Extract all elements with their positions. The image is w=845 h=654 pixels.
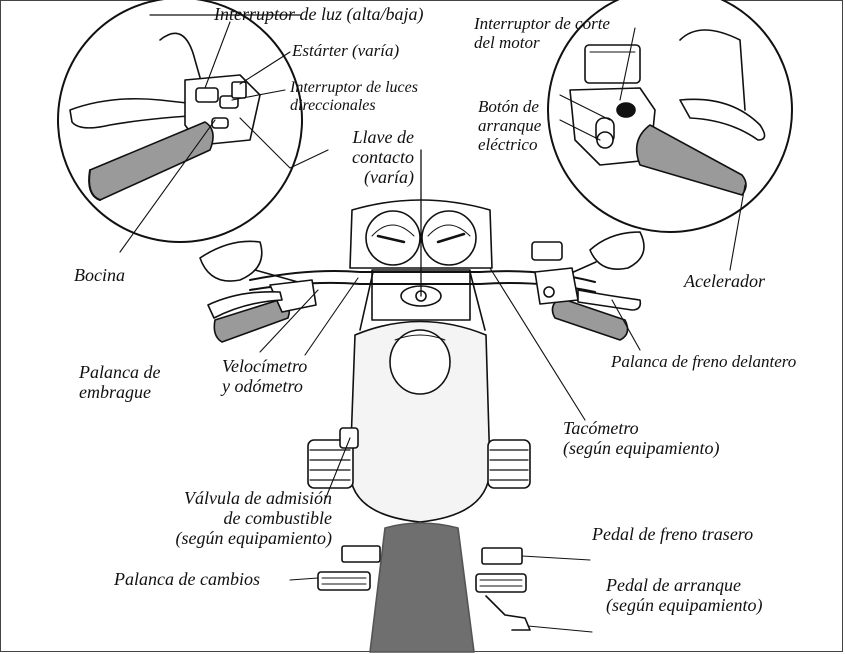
label-electric-start-line-3: eléctrico bbox=[478, 135, 541, 154]
label-tachometer: Tacómetro (según equipamiento) bbox=[563, 418, 719, 458]
label-electric-start-line-1: Botón de bbox=[478, 97, 541, 116]
label-speedometer-line-1: Velocímetro bbox=[222, 356, 307, 376]
label-clutch-lever-line-2: embrague bbox=[79, 382, 160, 402]
label-turn-signal-line-1: Interruptor de luces bbox=[290, 79, 418, 97]
label-light-switch: Interruptor de luz (alta/baja) bbox=[214, 4, 424, 24]
label-tachometer-line-1: Tacómetro bbox=[563, 418, 719, 438]
label-starter: Estárter (varía) bbox=[292, 41, 399, 60]
main-motorcycle bbox=[200, 150, 644, 652]
label-kick-start-line-1: Pedal de arranque bbox=[606, 575, 762, 595]
label-rear-brake-pedal: Pedal de freno trasero bbox=[592, 524, 753, 544]
label-engine-cutoff-line-1: Interruptor de corte bbox=[474, 14, 610, 33]
label-fuel-valve-line-1: Válvula de admisión bbox=[118, 488, 332, 508]
label-speedometer: Velocímetro y odómetro bbox=[222, 356, 307, 396]
label-fuel-valve: Válvula de admisión de combustible (segú… bbox=[118, 488, 332, 548]
label-kick-start: Pedal de arranque (según equipamiento) bbox=[606, 575, 762, 615]
label-electric-start-line-2: arranque bbox=[478, 116, 541, 135]
label-speedometer-line-2: y odómetro bbox=[222, 376, 307, 396]
label-clutch-lever-line-1: Palanca de bbox=[79, 362, 160, 382]
label-engine-cutoff-line-2: del motor bbox=[474, 33, 610, 52]
label-clutch-lever: Palanca de embrague bbox=[79, 362, 160, 402]
label-front-brake-lever: Palanca de freno delantero bbox=[611, 352, 796, 371]
label-engine-cutoff: Interruptor de corte del motor bbox=[474, 14, 610, 52]
label-ignition-key-line-1: Llave de bbox=[300, 127, 414, 147]
label-horn: Bocina bbox=[74, 265, 125, 285]
label-ignition-key-line-2: contacto bbox=[300, 147, 414, 167]
label-turn-signal-switch: Interruptor de luces direccionales bbox=[290, 79, 418, 115]
left-handlebar-detail bbox=[58, 0, 302, 242]
label-kick-start-line-2: (según equipamiento) bbox=[606, 595, 762, 615]
label-fuel-valve-line-3: (según equipamiento) bbox=[118, 528, 332, 548]
label-ignition-key-line-3: (varía) bbox=[300, 167, 414, 187]
label-ignition-key: Llave de contacto (varía) bbox=[300, 127, 414, 187]
label-throttle: Acelerador bbox=[684, 271, 765, 291]
label-electric-start: Botón de arranque eléctrico bbox=[478, 97, 541, 154]
label-shift-lever: Palanca de cambios bbox=[114, 569, 260, 589]
label-fuel-valve-line-2: de combustible bbox=[118, 508, 332, 528]
label-turn-signal-line-2: direccionales bbox=[290, 97, 418, 115]
label-tachometer-line-2: (según equipamiento) bbox=[563, 438, 719, 458]
